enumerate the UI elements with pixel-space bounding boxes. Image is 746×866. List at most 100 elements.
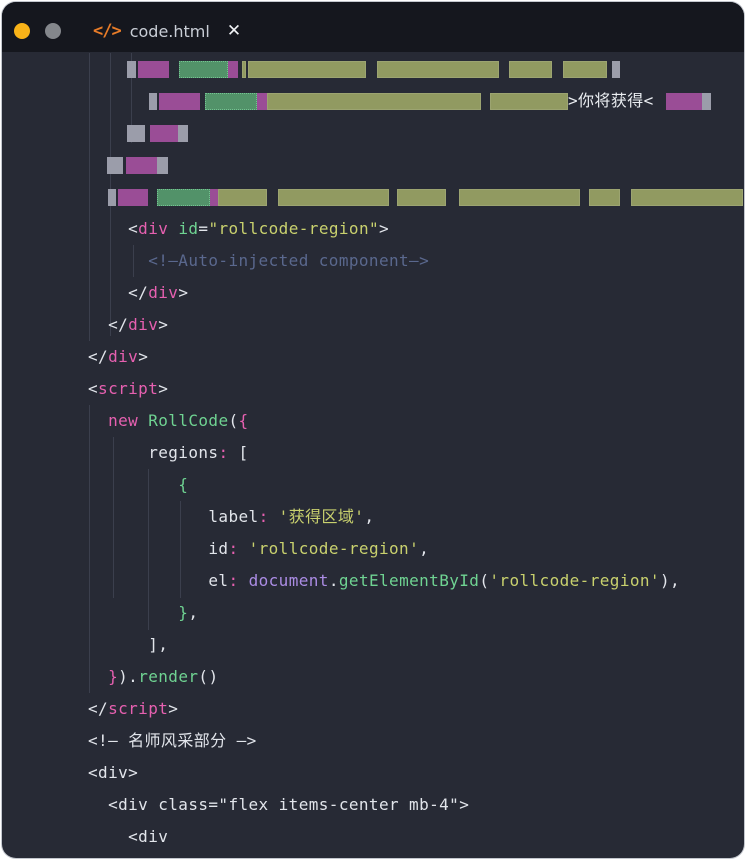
close-icon[interactable]: ✕ bbox=[226, 20, 242, 41]
code-token: . bbox=[328, 571, 339, 590]
indent-guide bbox=[180, 501, 181, 598]
code-line: regions: [ bbox=[88, 437, 744, 469]
inactive-traffic-light[interactable] bbox=[45, 23, 61, 39]
code-token: : bbox=[228, 571, 239, 590]
redacted-gray-block bbox=[701, 92, 711, 110]
code-token: </ bbox=[88, 347, 109, 366]
redacted-code-line bbox=[88, 149, 744, 181]
redacted-green-block bbox=[205, 92, 257, 110]
code-token: </ bbox=[88, 699, 109, 718]
code-token: , bbox=[364, 507, 375, 526]
code-line: <!—Auto-injected component—> bbox=[88, 245, 744, 277]
tab-filename: code.html bbox=[129, 21, 210, 41]
code-token: RollCode bbox=[148, 411, 229, 430]
code-token: () bbox=[198, 667, 219, 686]
code-token: > bbox=[158, 315, 169, 334]
code-token: </ bbox=[88, 315, 129, 334]
code-token: , bbox=[419, 539, 430, 558]
redacted-purple-block bbox=[138, 60, 169, 78]
code-line: }, bbox=[88, 597, 744, 629]
redacted-code-line bbox=[88, 53, 744, 85]
code-token: div bbox=[108, 347, 139, 366]
code-token: getElementById bbox=[338, 571, 480, 590]
redacted-olive-block bbox=[490, 92, 568, 110]
redacted-olive-block bbox=[397, 188, 446, 206]
code-line: ], bbox=[88, 629, 744, 661]
code-token: el bbox=[88, 571, 229, 590]
redacted-gray-block bbox=[178, 124, 188, 142]
code-token: '获得区域' bbox=[278, 507, 365, 526]
code-icon: </> bbox=[93, 21, 122, 41]
code-token: render bbox=[138, 667, 199, 686]
block-gap bbox=[366, 61, 377, 78]
redacted-gray-block bbox=[157, 156, 168, 174]
code-line: <div id="rollcode-region"> bbox=[88, 213, 744, 245]
code-token: <div class="flex items-center mb-4"> bbox=[88, 795, 470, 814]
code-token: ( bbox=[228, 411, 239, 430]
redacted-purple-block bbox=[159, 92, 200, 110]
code-token: div bbox=[128, 315, 159, 334]
code-token: <!— 名师风采部分 —> bbox=[88, 731, 257, 750]
code-line: <div> bbox=[88, 757, 744, 789]
code-token: <!—Auto-injected component—> bbox=[88, 251, 430, 270]
code-token: } bbox=[178, 603, 189, 622]
minimize-traffic-light[interactable] bbox=[14, 23, 30, 39]
code-token bbox=[88, 667, 108, 686]
block-gap bbox=[446, 189, 459, 206]
code-token: : bbox=[228, 539, 239, 558]
code-token: "rollcode-region" bbox=[208, 219, 380, 238]
block-gap bbox=[267, 189, 278, 206]
code-token: , bbox=[188, 603, 199, 622]
code-line: </div> bbox=[88, 341, 744, 373]
block-gap bbox=[620, 189, 631, 206]
code-token: ( bbox=[479, 571, 490, 590]
block-gap bbox=[499, 61, 509, 78]
code-token: id bbox=[88, 539, 229, 558]
code-token bbox=[269, 507, 279, 526]
block-gap bbox=[148, 189, 157, 206]
code-token: regions bbox=[88, 443, 219, 462]
code-token: <div> bbox=[88, 763, 139, 782]
code-token: < bbox=[88, 219, 139, 238]
redacted-olive-block bbox=[631, 188, 743, 206]
code-token: > bbox=[168, 699, 179, 718]
indent-guide bbox=[113, 437, 114, 598]
code-line: { bbox=[88, 469, 744, 501]
redacted-gray-block bbox=[612, 60, 620, 78]
file-tab[interactable]: </> code.html ✕ bbox=[93, 21, 241, 41]
redacted-olive-block bbox=[563, 60, 607, 78]
code-token: = bbox=[198, 219, 209, 238]
indent-guide bbox=[133, 245, 134, 277]
code-token: [ bbox=[228, 443, 249, 462]
indent-guide bbox=[89, 405, 90, 693]
redacted-olive-block bbox=[218, 188, 267, 206]
code-token bbox=[168, 219, 178, 238]
code-line: <div class="flex items-center mb-4"> bbox=[88, 789, 744, 821]
code-token: > bbox=[379, 219, 390, 238]
code-editor[interactable]: >你将获得< <div id="rollcode-region"> <!—Aut… bbox=[2, 44, 744, 858]
redacted-olive-block bbox=[589, 188, 620, 206]
code-token: new bbox=[108, 411, 139, 430]
code-token: label bbox=[88, 507, 259, 526]
redacted-purple-block bbox=[210, 188, 218, 206]
redacted-purple-block bbox=[665, 92, 702, 110]
code-line: </script> bbox=[88, 693, 744, 725]
code-token bbox=[138, 411, 148, 430]
code-token: < bbox=[88, 379, 99, 398]
code-line: label: '获得区域', bbox=[88, 501, 744, 533]
code-token: } bbox=[108, 667, 119, 686]
block-gap bbox=[481, 93, 490, 110]
block-gap bbox=[580, 189, 589, 206]
code-line: </div> bbox=[88, 309, 744, 341]
code-token: document bbox=[248, 571, 329, 590]
inline-code-text: >你将获得< bbox=[568, 91, 654, 110]
code-token: > bbox=[138, 347, 149, 366]
block-gap bbox=[654, 93, 666, 110]
redacted-purple-block bbox=[257, 92, 267, 110]
indent-guide bbox=[131, 53, 132, 143]
code-token: <div bbox=[88, 827, 169, 846]
redacted-code-line bbox=[88, 117, 744, 149]
code-line: new RollCode({ bbox=[88, 405, 744, 437]
redacted-olive-block bbox=[278, 188, 389, 206]
